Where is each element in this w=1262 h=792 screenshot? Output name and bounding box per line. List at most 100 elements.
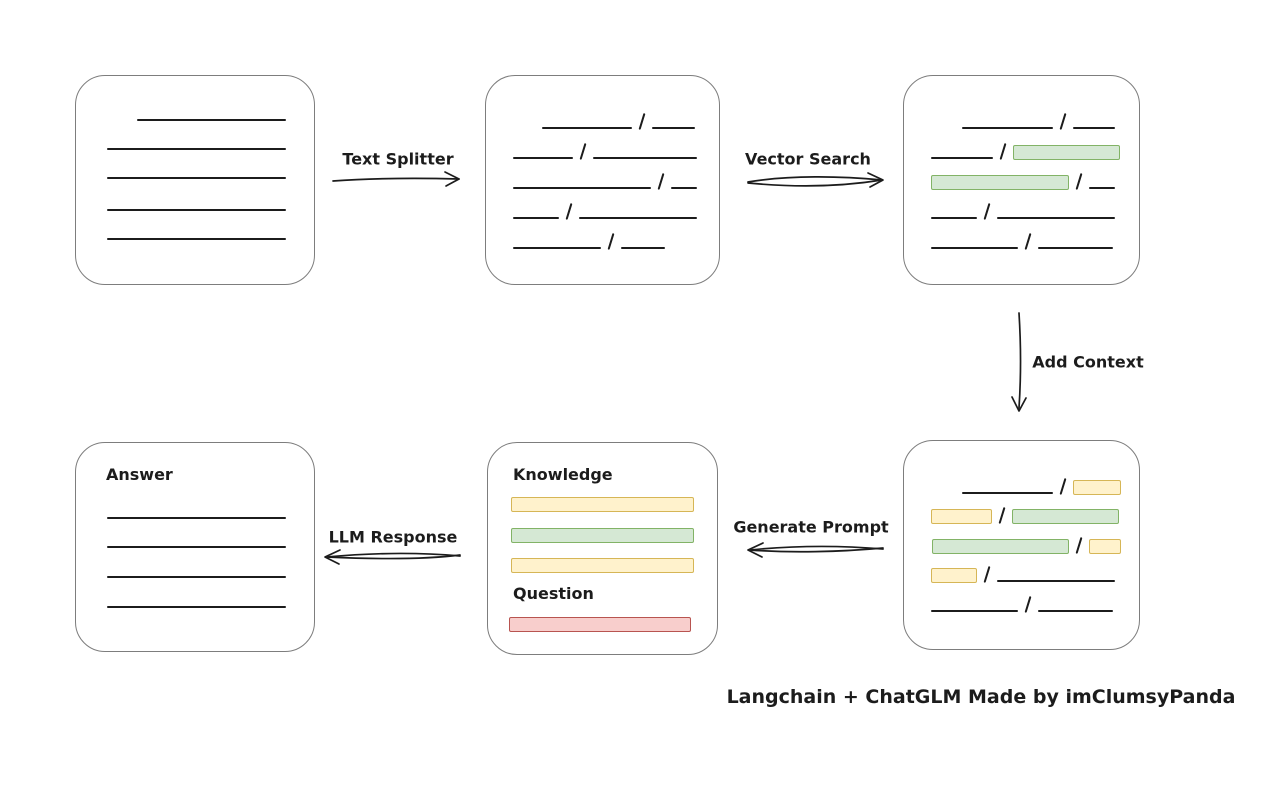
chunk-green-highlight — [931, 175, 1069, 190]
chunk-green-highlight — [1013, 145, 1120, 160]
chunk-separator-slash — [1059, 113, 1067, 130]
source-document-box — [75, 75, 315, 285]
vector-search-results-row — [931, 203, 1115, 220]
chunk-separator-slash — [983, 566, 991, 583]
text-line — [1089, 187, 1115, 189]
text-line — [997, 580, 1115, 582]
text-line — [107, 177, 286, 179]
llm-response-label: LLM Response — [328, 527, 458, 547]
text-line — [513, 217, 559, 219]
chunk-yellow-highlight — [1073, 480, 1121, 495]
text-line — [513, 247, 601, 249]
context-chunks-row — [931, 566, 1115, 583]
text-line — [1038, 610, 1113, 612]
text-line — [671, 187, 697, 189]
vector-search-results-row — [962, 113, 1115, 130]
text-line — [997, 217, 1115, 219]
split-chunks-row — [513, 203, 697, 220]
split-chunks-row — [542, 113, 695, 130]
prompt-row — [511, 556, 694, 573]
source-document-row — [107, 195, 286, 212]
text-splitter-label: Text Splitter — [342, 149, 454, 169]
text-line — [931, 610, 1018, 612]
generate-prompt-label: Generate Prompt — [733, 517, 889, 537]
text-line — [107, 546, 286, 548]
llm-response-arrow — [324, 549, 461, 565]
text-line — [107, 576, 286, 578]
chunk-separator-slash — [657, 173, 665, 190]
text-splitter-arrow — [332, 171, 460, 187]
chunk-separator-slash — [999, 143, 1007, 160]
text-line — [621, 247, 665, 249]
caption: Langchain + ChatGLM Made by imClumsyPand… — [726, 686, 1236, 708]
text-line — [579, 217, 697, 219]
vector-search-label: Vector Search — [745, 149, 871, 169]
source-document-row — [107, 163, 286, 180]
text-line — [137, 119, 286, 121]
source-document-row — [107, 134, 286, 151]
chunk-yellow-highlight — [931, 568, 977, 583]
chunk-separator-slash — [983, 203, 991, 220]
prompt-row — [511, 495, 694, 512]
chunk-separator-slash — [607, 233, 615, 250]
split-chunks-box — [485, 75, 720, 285]
vector-search-results-row — [931, 233, 1113, 250]
prompt-row — [509, 615, 691, 632]
answer-row — [107, 532, 286, 549]
chunk-separator-slash — [998, 507, 1006, 524]
text-line — [1073, 127, 1115, 129]
vector-search-results-box — [903, 75, 1140, 285]
answer-row — [107, 592, 286, 609]
chunk-yellow-highlight — [511, 497, 694, 512]
chunk-green-highlight — [932, 539, 1069, 554]
vector-search-results-row — [931, 173, 1115, 190]
chunk-separator-slash — [1075, 537, 1083, 554]
chunk-separator-slash — [1075, 173, 1083, 190]
text-line — [513, 187, 651, 189]
text-line — [107, 238, 286, 240]
text-line — [107, 606, 286, 608]
chunk-green-highlight — [511, 528, 694, 543]
text-line — [107, 517, 286, 519]
text-line — [652, 127, 695, 129]
split-chunks-row — [513, 173, 697, 190]
text-line — [931, 217, 977, 219]
split-chunks-row — [513, 233, 665, 250]
text-line — [542, 127, 632, 129]
chunk-separator-slash — [638, 113, 646, 130]
prompt-label: Question — [513, 584, 594, 603]
vector-search-arrow — [747, 172, 884, 188]
context-chunks-row — [931, 507, 1119, 524]
text-line — [107, 209, 286, 211]
context-chunks-row — [931, 596, 1113, 613]
chunk-yellow-highlight — [931, 509, 992, 524]
context-chunks-box — [903, 440, 1140, 650]
prompt-row — [511, 526, 694, 543]
chunk-yellow-highlight — [1089, 539, 1121, 554]
source-document-row — [137, 105, 286, 122]
text-line — [931, 247, 1018, 249]
text-line — [962, 492, 1053, 494]
split-chunks-row — [513, 143, 697, 160]
chunk-separator-slash — [1059, 478, 1067, 495]
text-line — [107, 148, 286, 150]
chunk-red-highlight — [509, 617, 691, 632]
chunk-separator-slash — [1024, 596, 1032, 613]
text-line — [931, 157, 993, 159]
chunk-yellow-highlight — [511, 558, 694, 573]
answer-box: Answer — [75, 442, 315, 652]
text-line — [513, 157, 573, 159]
generate-prompt-arrow — [747, 542, 884, 558]
text-line — [962, 127, 1053, 129]
chunk-separator-slash — [565, 203, 573, 220]
chunk-green-highlight — [1012, 509, 1119, 524]
text-line — [593, 157, 697, 159]
vector-search-results-row — [931, 143, 1120, 160]
answer-row — [107, 503, 286, 520]
context-chunks-row — [962, 478, 1121, 495]
answer-label: Answer — [106, 465, 173, 484]
answer-row — [107, 562, 286, 579]
chunk-separator-slash — [1024, 233, 1032, 250]
